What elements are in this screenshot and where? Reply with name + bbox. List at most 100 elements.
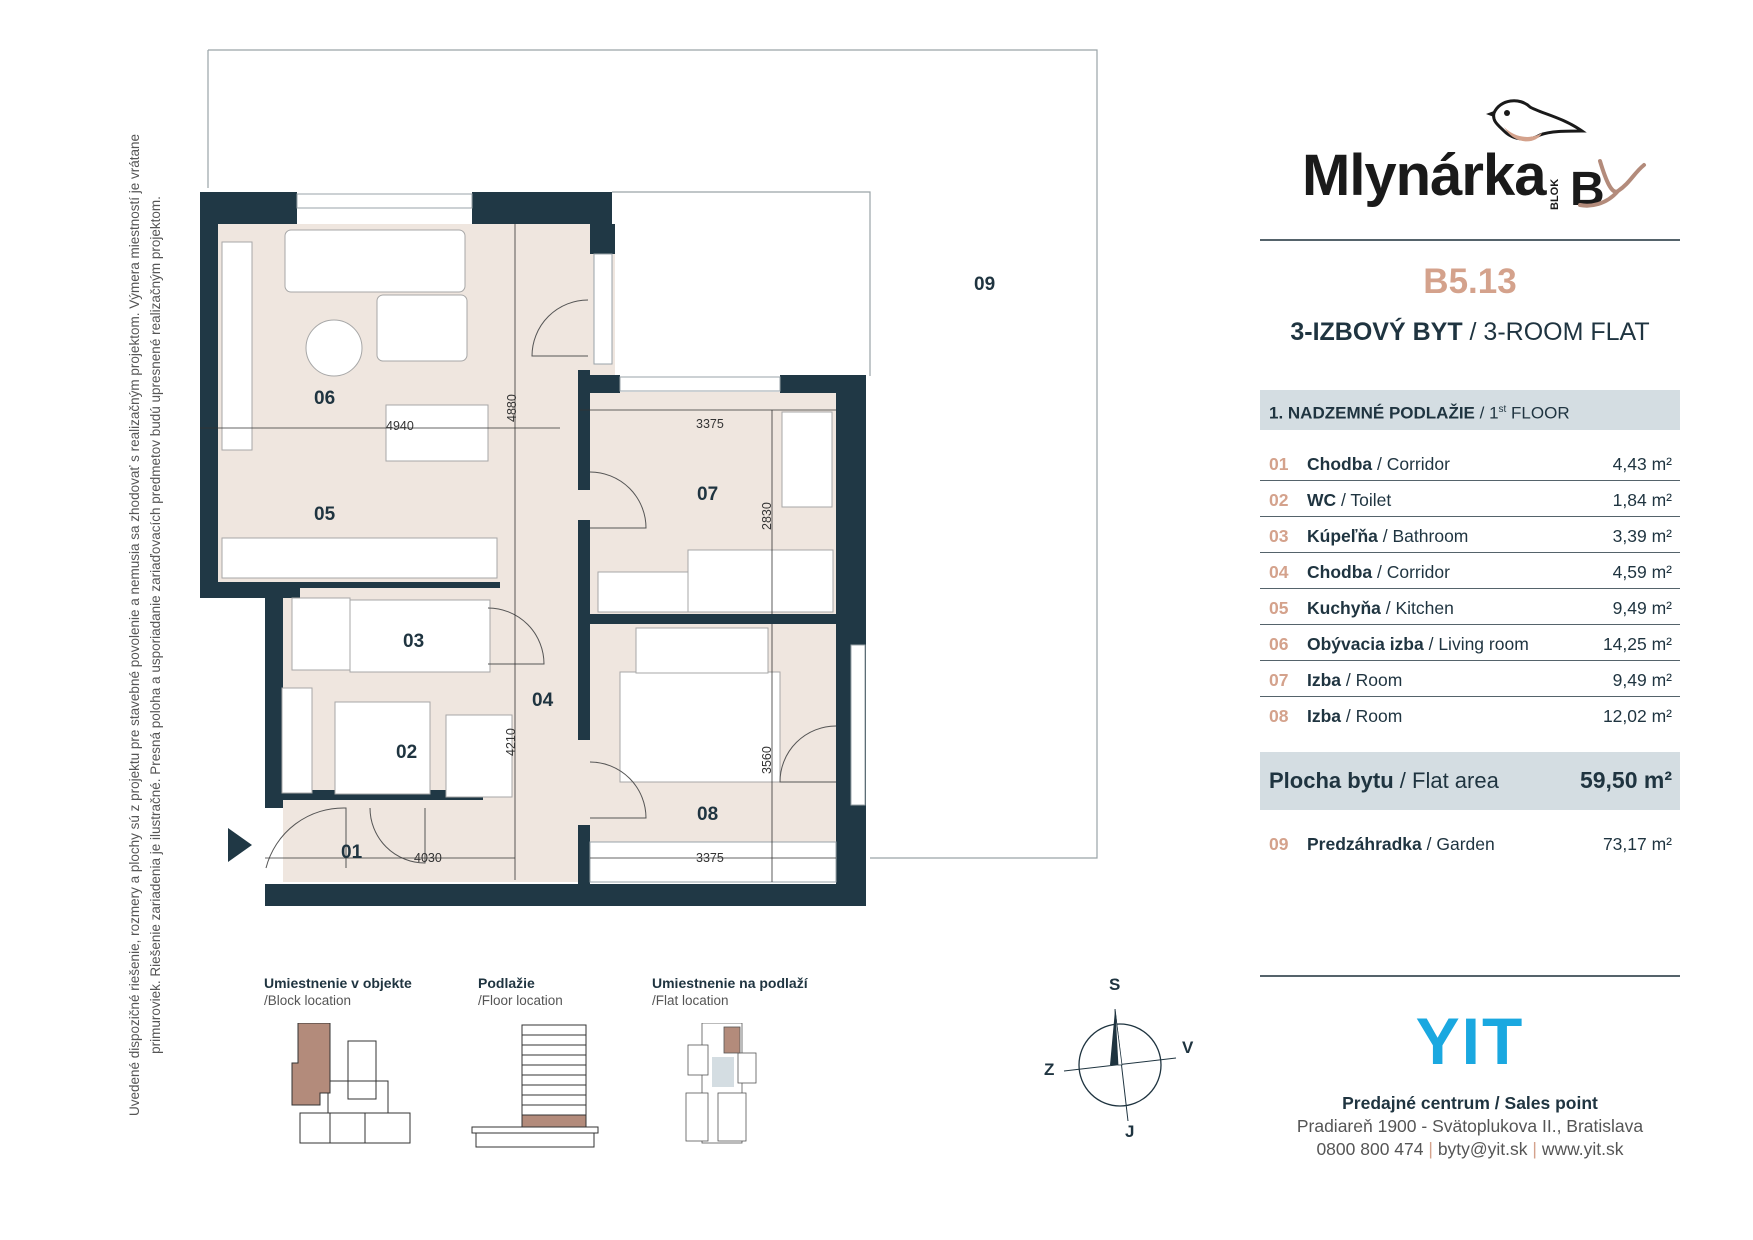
floor-rest: / 1 [1474, 403, 1499, 423]
room-name: Predzáhradka / Garden [1307, 834, 1495, 855]
room-num: 02 [1269, 490, 1289, 510]
room-num: 06 [1269, 634, 1289, 654]
flat-code: B5.13 [1423, 262, 1517, 301]
flat-area-label: Plocha bytu / Flat area [1269, 768, 1499, 794]
room-name-en: / Room [1341, 670, 1403, 690]
room-area: 3,39 m² [1612, 526, 1672, 546]
garden-outline [207, 49, 1098, 859]
logo-wordmark: Mlynárka [1302, 143, 1546, 208]
floor-bar: 1. NADZEMNÉ PODLAŽIE / 1st FLOOR [1260, 390, 1680, 430]
flat-type-rest: / 3-ROOM FLAT [1462, 318, 1650, 346]
room-label-02: 02 [396, 742, 417, 763]
dimension-lines [200, 224, 836, 882]
flat-location: Umiestnenie na podlaží /Flat location [652, 975, 808, 1144]
room-name: Kúpeľňa / Bathroom [1307, 526, 1468, 547]
mini-title: Umiestnenie v objekte [264, 975, 412, 991]
room-name-sk: Izba [1307, 670, 1342, 690]
room-num: 04 [1269, 562, 1289, 582]
floor-bold: 1. NADZEMNÉ PODLAŽIE [1269, 403, 1475, 423]
room-name-en: / Bathroom [1377, 526, 1469, 546]
room-name-sk: Obývacia izba [1307, 634, 1424, 654]
room-label-09: 09 [974, 274, 995, 295]
mlynarka-logo: BLOK B [1486, 99, 1646, 216]
flat-area-label-en: / Flat area [1393, 768, 1499, 793]
room-area: 4,43 m² [1612, 454, 1672, 474]
room-area: 73,17 m² [1602, 834, 1672, 854]
room-name-sk: Chodba [1307, 454, 1373, 474]
windows [296, 193, 866, 883]
room-name-en: / Living room [1423, 634, 1529, 654]
floor-location: Podlažie /Floor location [471, 975, 599, 1148]
sales-email[interactable]: byty@yit.sk [1437, 1139, 1528, 1159]
room-name-en: / Garden [1421, 834, 1495, 854]
dimension-labels: 4940 4880 3375 2830 4210 3560 4030 3375 [386, 394, 774, 865]
room-name: Obývacia izba / Living room [1307, 634, 1529, 655]
divider [1260, 975, 1680, 977]
room-label-05: 05 [314, 504, 336, 525]
flat-type-bold: 3-IZBOVÝ BYT [1290, 318, 1463, 346]
room-num: 08 [1269, 706, 1289, 726]
room-label-01: 01 [341, 842, 363, 863]
compass-west: Z [1044, 1060, 1055, 1079]
furniture [221, 229, 834, 798]
walls [200, 192, 866, 906]
room-name: Chodba / Corridor [1307, 454, 1450, 475]
dim-label: 4940 [386, 419, 414, 433]
mini-subtitle: /Flat location [652, 993, 729, 1008]
contact-separator: | [1532, 1139, 1537, 1159]
door-swings [265, 299, 837, 869]
room-area: 9,49 m² [1612, 598, 1672, 618]
mini-title: Podlažie [478, 975, 535, 991]
info-panel: BLOK B Mlynárka B5.13 3-IZBOVÝ BYT / 3-R… [1260, 0, 1680, 1240]
flat-location-map [685, 1023, 757, 1144]
room-name: Chodba / Corridor [1307, 562, 1450, 583]
flat-area-label-sk: Plocha bytu [1269, 768, 1394, 793]
room-area: 14,25 m² [1602, 634, 1672, 654]
room-name-sk: Predzáhradka [1307, 834, 1422, 854]
flat-type: 3-IZBOVÝ BYT / 3-ROOM FLAT [1260, 318, 1680, 347]
floor-location-map [471, 1024, 599, 1148]
room-name-en: / Kitchen [1380, 598, 1454, 618]
divider [1260, 239, 1680, 241]
floor-sup: st [1498, 404, 1507, 415]
sales-phone[interactable]: 0800 800 474 [1316, 1139, 1424, 1159]
compass: S J V Z [1040, 975, 1194, 1145]
room-num: 01 [1269, 454, 1289, 474]
sales-heading: Predajné centrum / Sales point [1342, 1093, 1598, 1113]
dim-label: 4210 [504, 728, 518, 756]
dim-label: 3375 [696, 851, 724, 865]
room-row: 05 Kuchyňa / Kitchen 9,49 m² [1260, 589, 1680, 625]
room-num: 05 [1269, 598, 1289, 618]
room-name-en: / Corridor [1372, 562, 1450, 582]
room-row: 01 Chodba / Corridor 4,43 m² [1260, 445, 1680, 481]
mini-subtitle: /Block location [264, 993, 352, 1008]
room-name: Kuchyňa / Kitchen [1307, 598, 1454, 619]
compass-rose-icon [1063, 1008, 1177, 1122]
compass-north: S [1109, 975, 1121, 994]
block-letter: B [1570, 163, 1605, 216]
compass-east: V [1182, 1038, 1194, 1057]
block-location-map [291, 1023, 411, 1144]
room-label-03: 03 [403, 631, 424, 652]
room-name-en: / Corridor [1372, 454, 1450, 474]
dim-label: 2830 [760, 502, 774, 530]
room-area: 9,49 m² [1612, 670, 1672, 690]
bird-icon [1486, 99, 1587, 142]
block-word: BLOK [1549, 179, 1561, 210]
room-name-sk: Kúpeľňa [1307, 526, 1378, 546]
room-num: 09 [1269, 834, 1289, 854]
mini-title: Umiestnenie na podlaží [652, 975, 808, 991]
room-label-08: 08 [697, 804, 718, 825]
mini-subtitle: /Floor location [478, 993, 563, 1008]
sales-web[interactable]: www.yit.sk [1541, 1139, 1624, 1159]
dim-label: 3560 [760, 746, 774, 774]
sales-address: Pradiareň 1900 - Svätoplukova II., Brati… [1296, 1116, 1644, 1136]
room-label-04: 04 [532, 690, 554, 711]
room-name-sk: WC [1307, 490, 1337, 510]
room-name-sk: Izba [1307, 706, 1342, 726]
